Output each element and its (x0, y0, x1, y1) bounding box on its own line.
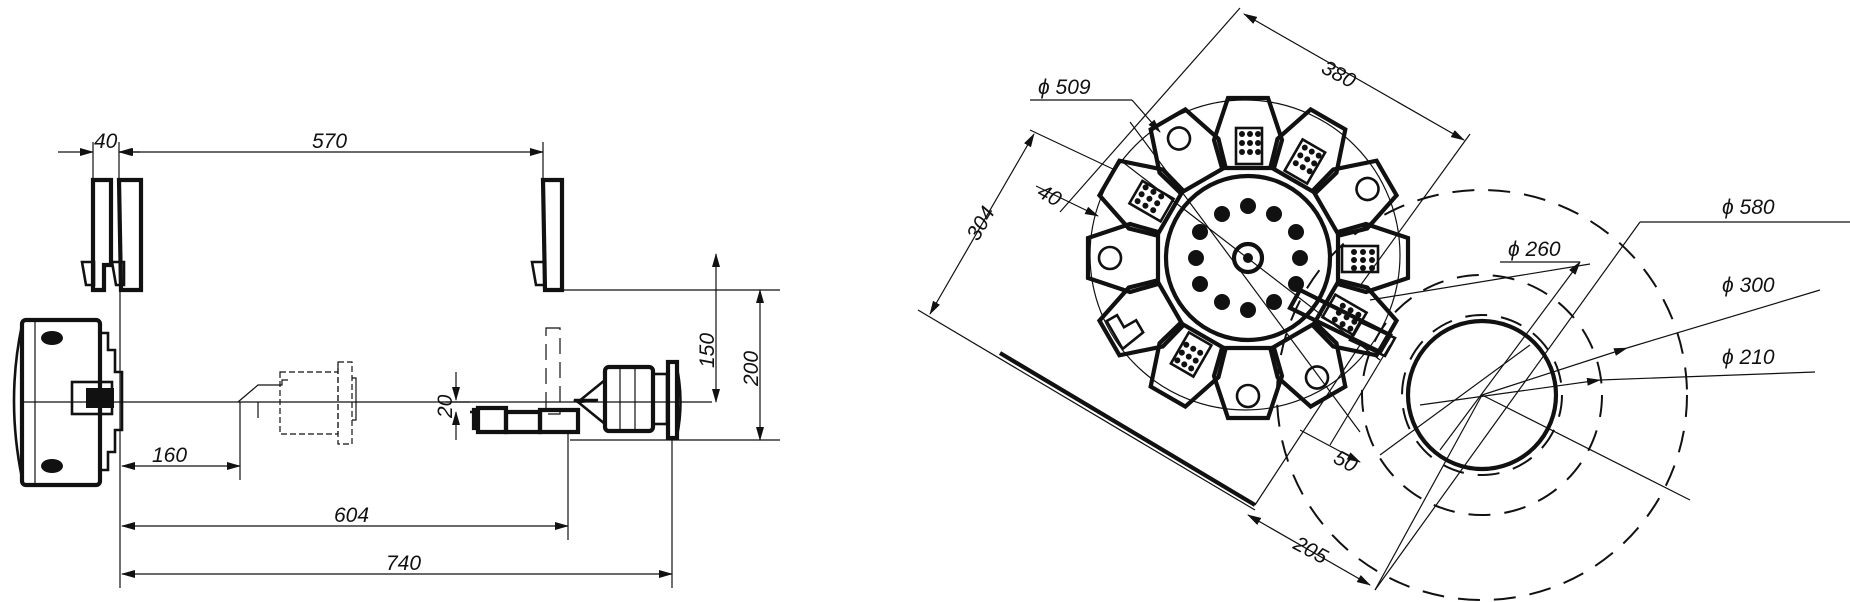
turret-view: 380 ϕ 509 304 40 ϕ 580 ϕ 260 ϕ 300 ϕ 210… (917, 7, 1850, 601)
dim-160: 160 (152, 444, 187, 467)
dim-570: 570 (312, 130, 347, 153)
dim-580: ϕ 580 (1722, 196, 1775, 219)
dim-40-turret: 40 (1034, 180, 1066, 211)
dim-150: 150 (696, 333, 719, 368)
dim-50: 50 (1330, 446, 1362, 477)
dim-380: 380 (1318, 56, 1360, 93)
dim-200: 200 (740, 351, 763, 387)
dim-604: 604 (334, 504, 369, 527)
dim-509: ϕ 509 (1038, 76, 1091, 99)
dim-740: 740 (386, 552, 421, 575)
dim-210: ϕ 210 (1722, 346, 1775, 369)
dim-300: ϕ 300 (1722, 274, 1775, 297)
hub-holes (1188, 198, 1308, 318)
tailstock-ghost (237, 361, 357, 445)
dim-40-left: 40 (94, 130, 118, 153)
dim-20: 20 (434, 394, 457, 419)
tailstock (470, 327, 682, 441)
tool-holder-left (80, 177, 144, 293)
active-tool (1287, 287, 1397, 358)
dim-205: 205 (1289, 532, 1332, 569)
turret-axis (1119, 159, 1381, 361)
turret-dimensions (917, 7, 1580, 591)
dim-260: ϕ 260 (1508, 238, 1561, 261)
work-area-circles (1276, 189, 1688, 601)
dim-304: 304 (962, 203, 999, 245)
workpiece-circle (1405, 318, 1559, 472)
turret-hub (1163, 173, 1333, 343)
tool-holder-right (530, 177, 780, 293)
diameter-leaders (1369, 221, 1850, 591)
side-view-dimensions (58, 142, 780, 588)
side-view: 40 570 150 200 20 160 604 740 (12, 130, 780, 588)
